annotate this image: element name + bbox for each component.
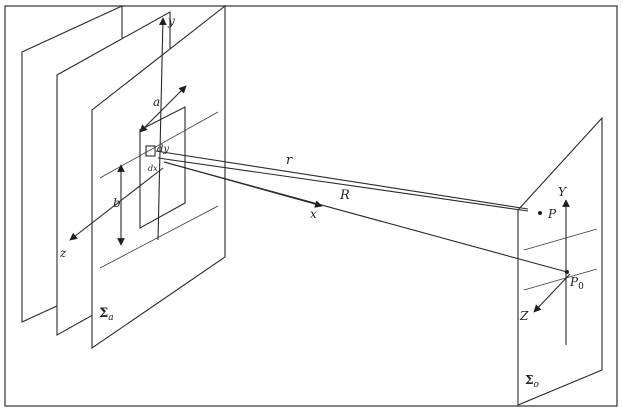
dim-a-arrow [139,85,187,133]
point-p-marker [538,211,542,215]
point-p-label: P [547,207,557,221]
x-axis-arrow [163,161,323,208]
observation-plane [517,116,603,406]
area-element [145,145,156,157]
z-axis-label: z [59,246,67,260]
dim-a-label: a [153,95,160,109]
observation-guide-upper [523,228,598,251]
x-axis-label: x [310,207,317,221]
point-p0-subscript: 0 [578,282,584,292]
observation-plane-symbol: Σ [525,373,533,387]
point-p0-label: P0 [569,275,584,292]
observation-guide-lower [523,268,598,291]
aperture-plane-label: Σa [99,306,114,323]
z-axis [69,167,164,241]
dim-b-label: b [113,196,121,210]
ray-R-label: R [339,188,350,203]
observation-plane-subscript: o [533,380,539,390]
aperture-plane-symbol: Σ [99,306,108,321]
obs-z-axis-label: Z [519,309,529,323]
obs-z-axis [533,273,571,313]
point-p0-marker [565,270,569,274]
aperture-plane-subscript: a [108,313,113,323]
aperture-guide-lower [99,205,219,269]
ray-r [155,150,529,210]
aperture-plane [91,4,226,350]
ray-R [157,157,529,212]
observation-plane-label: Σo [525,373,539,390]
obs-y-axis-label: Y [558,185,567,199]
dy-label: dy [157,144,169,155]
dx-label: dx [148,164,158,173]
y-axis-label: y [167,14,175,28]
point-p0-letter: P [569,275,579,289]
ray-r-label: r [286,153,293,168]
